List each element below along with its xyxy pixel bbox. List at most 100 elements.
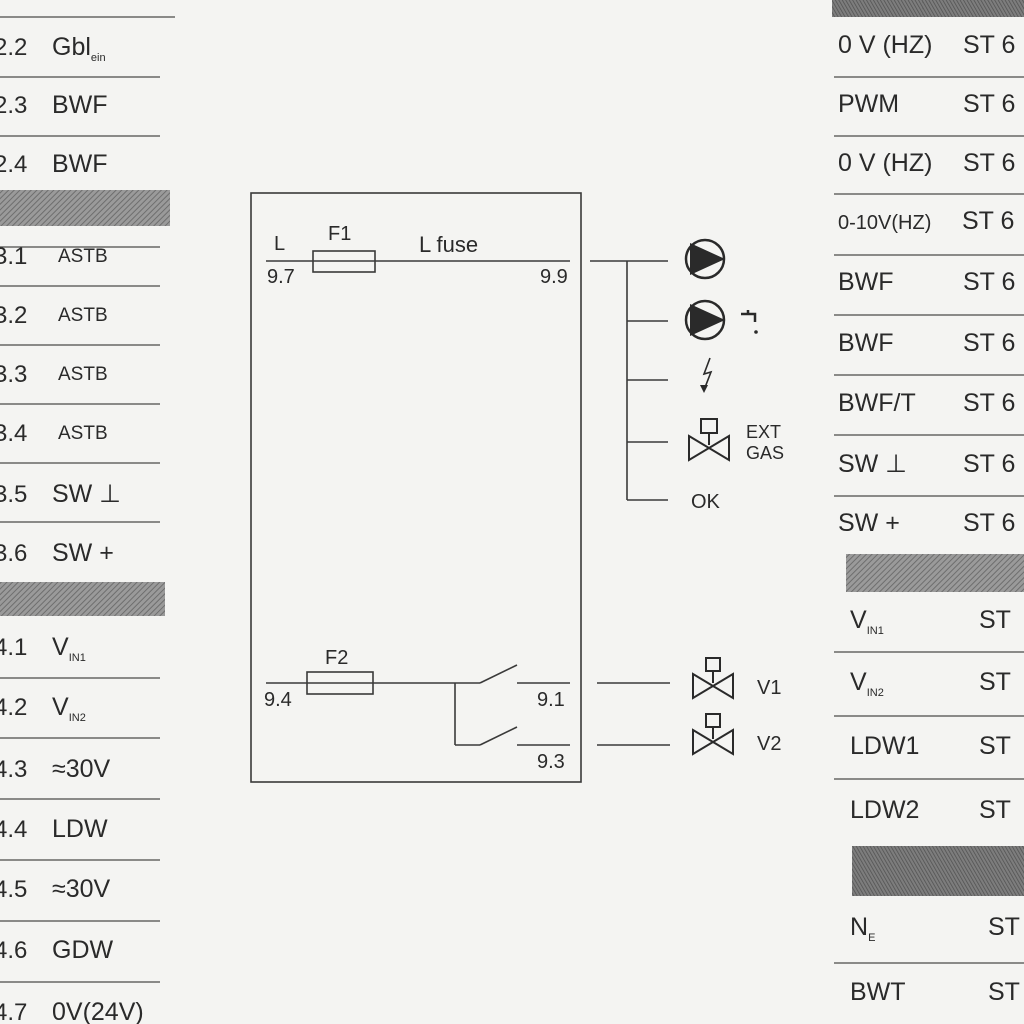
gas-label: GAS [746,443,784,463]
dhw-pump-icon [684,299,726,341]
left-row-prefix: 2.4 [0,151,27,178]
right-row-st: ST [979,732,1011,760]
left-row-prefix: 4.7 [0,999,27,1024]
right-row-label: PWM [838,90,899,118]
right-row-label: BWF/T [838,389,916,417]
right-row-label: SW + [838,509,900,537]
right-row-st: ST [979,796,1011,824]
right-row-st: ST 6 [963,90,1015,118]
left-row-label: ASTB [58,364,108,385]
left-row-prefix: 3.2 [0,302,27,329]
right-row-st: ST [979,606,1011,634]
right-row-subscript: E [868,932,875,944]
faucet-icon [741,310,758,334]
group-header-bar [846,554,1024,592]
left-row-label: ASTB [58,305,108,326]
module-enclosure [250,192,582,783]
left-row-subscript: IN1 [69,652,86,664]
right-row-label: BWF [838,329,894,357]
left-row-label: BWF [52,91,108,119]
right-row-st: ST 6 [963,389,1015,417]
left-row-prefix: 4.3 [0,756,27,783]
left-row-prefix: 4.4 [0,816,27,843]
terminal-9-7: 9.7 [267,266,295,288]
ext-gas-valve-icon [688,418,730,462]
v2-label: V2 [757,733,781,755]
right-row-st: ST 6 [963,31,1015,59]
ignition-spark-icon [700,357,713,393]
right-row-label: VIN2 [850,668,884,699]
left-row-label: GDW [52,936,114,964]
group-header-bar [0,190,170,226]
l-label: L [274,233,285,255]
right-row-st: ST [988,913,1020,941]
right-row-subscript: IN1 [867,625,884,637]
right-row-label: BWF [838,268,894,296]
terminal-9-9: 9.9 [540,266,568,288]
fuse-f2 [306,671,374,695]
fuse-f1 [312,250,376,273]
left-row-subscript: IN2 [69,712,86,724]
right-row-label: LDW2 [850,796,919,824]
left-row-label: Gblein [52,33,106,64]
left-row-label: ASTB [58,246,108,267]
ok-label: OK [691,491,721,513]
control-schematic: L F1 L fuse 9.7 9.9 [250,192,784,783]
left-row-label: ASTB [58,423,108,444]
right-row-st: ST [988,978,1020,1006]
right-row-st: ST 6 [963,149,1015,177]
right-row-st: ST 6 [963,509,1015,537]
left-row-prefix: 4.5 [0,876,27,903]
left-row-prefix: 3.4 [0,420,27,447]
right-row-subscript: IN2 [867,687,884,699]
valve-v1-icon [692,657,734,700]
ext-label: EXT [746,422,781,442]
l-fuse-label: L fuse [419,232,478,257]
left-row-prefix: 4.2 [0,694,27,721]
right-terminal-column: 0 V (HZ) ST 6 PWM ST 6 0 V (HZ) ST 6 0-10V(HZ)… [832,0,1024,1006]
group-header-bar [0,582,165,616]
left-row-label: VIN2 [52,693,86,724]
right-row-label: 0 V (HZ) [838,149,932,177]
right-row-label: VIN1 [850,606,884,637]
left-row-label: ≈30V [52,875,111,903]
heating-pump-icon [684,238,726,280]
right-row-st: ST 6 [963,268,1015,296]
right-row-st: ST 6 [962,207,1014,235]
left-row-subscript: ein [91,52,106,64]
left-row-prefix: 2.3 [0,92,27,119]
right-row-st: ST 6 [963,450,1015,478]
terminal-9-4: 9.4 [264,689,292,711]
right-row-label: LDW1 [850,732,919,760]
left-row-prefix: 4.1 [0,634,27,661]
left-row-prefix: 3.1 [0,243,27,270]
group-header-bar [852,846,1024,896]
v1-label: V1 [757,677,781,699]
right-row-label: 0 V (HZ) [838,31,932,59]
left-row-label: LDW [52,815,108,843]
left-row-prefix: 2.2 [0,34,27,61]
relay-contact-2 [479,726,518,746]
left-row-label: 0V(24V) [52,998,144,1024]
group-header-bar [832,0,1024,17]
left-row-prefix: 4.6 [0,937,27,964]
right-row-label: BWT [850,978,906,1006]
valve-v2-icon [692,713,734,756]
left-row-prefix: 3.5 [0,481,27,508]
right-row-label: 0-10V(HZ) [838,212,931,234]
right-row-st: ST [979,668,1011,696]
relay-contact-1 [479,664,518,684]
terminal-9-1: 9.1 [537,689,565,711]
right-row-label: SW ⊥ [838,450,907,478]
left-row-label: ≈30V [52,755,111,783]
left-row-label: SW ⊥ [52,480,121,508]
terminal-9-3: 9.3 [537,751,565,773]
f2-label: F2 [325,647,348,669]
left-row-label: BWF [52,150,108,178]
left-row-label: SW + [52,539,114,567]
right-row-st: ST 6 [963,329,1015,357]
left-row-label: VIN1 [52,633,86,664]
f1-label: F1 [328,223,351,245]
